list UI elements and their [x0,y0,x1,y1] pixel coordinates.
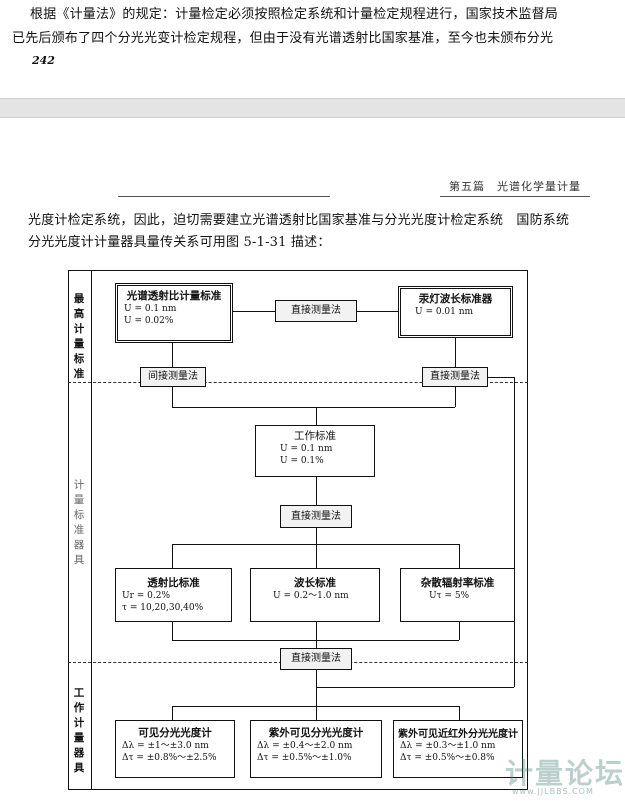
connector-indirect: 间接测量法 [140,367,206,387]
box-spec: U = 0.1% [280,456,324,466]
box-title: 杂散辐射率标准 [420,577,495,589]
line-to-uv-vis-nir [459,706,460,720]
box-title: 汞灯波长标准器 [418,293,493,305]
line-working-to-direct [316,477,317,505]
diagram-frame [68,270,528,790]
watermark-url: www.JJLBBS.COM [512,787,594,796]
line-wavelength-down [316,622,317,648]
line-left-to-center [172,407,316,408]
top-paragraph-line-2: 已先后颁布了四个分光光变计检定规程，但由于没有光谱透射比国家基准，至今也未颁布分… [12,31,554,46]
box-title: 光谱透射比计量标准 [126,290,222,302]
connector-direct-middle: 直接测量法 [280,505,352,528]
box-wavelength-standard: 波长标准 U = 0.2～1.0 nm [250,568,380,622]
line-middle-branch [172,544,459,545]
header-rule-left [118,196,330,197]
page-gap [0,98,625,118]
line-right-to-center [316,407,455,408]
box-spec: Uτ = 5% [429,591,470,601]
box-visible-spectrophotometer: 可见分光光度计 Δλ = ±1～±3.0 nm Δτ = ±0.8%～±2.5% [115,720,235,778]
box-spec: Δτ = ±0.8%～±2.5% [122,753,217,763]
level-separator-1 [68,382,528,383]
box-title: 可见分光光度计 [138,727,212,739]
box-spec: Δλ = ±0.3～±1.0 nm [400,741,496,751]
line-transmittance-down [172,622,173,640]
line-right-down-2 [455,387,456,407]
line-stray-down [459,622,460,640]
level-label-middle: 计量标准器具 [73,479,85,566]
box-spec: Δλ = ±0.4～±2.0 nm [257,741,353,751]
line-to-transmittance [172,544,173,568]
watermark-logo: 计量论坛 [505,757,625,790]
connector-direct-top: 直接测量法 [275,300,357,322]
box-spec: U = 0.1 nm [124,304,177,314]
box-spectral-transmittance-standard: 光谱透射比计量标准 U = 0.1 nm U = 0.02% [115,283,233,343]
line-direct-down [316,528,317,544]
line-right-bottom-join [316,687,514,688]
box-working-standard: 工作标准 U = 0.1 nm U = 0.1% [255,425,375,477]
box-hg-lamp-wavelength-standard: 汞灯波长标准器 U = 0.01 nm [398,286,513,338]
box-spec: U = 0.2～1.0 nm [273,591,349,601]
box-spec: τ = 10,20,30,40% [122,603,204,613]
top-paragraph-line-1: 根据《计量法》的规定：计量检定必须按照检定系统和计量检定规程进行，国家技术监督局 [30,7,559,22]
box-title: 紫外可见分光光度计 [268,727,364,739]
box-transmittance-standard: 透射比标准 Ur = 0.2% τ = 10,20,30,40% [115,568,232,622]
line-to-visible [172,706,173,720]
line-right-branch [486,377,514,378]
line-to-stray [459,544,460,568]
line-lower-join [172,640,459,641]
body-paragraph-line-1: 光度计检定系统，因此，迫切需要建立光谱透射比国家基准与分光光度计检定系统 国防系… [28,213,570,228]
line-bottom-direct-down [316,668,317,706]
level-label-bottom: 工作计量器具 [73,687,85,774]
line-to-wavelength [316,544,317,568]
box-title: 工作标准 [294,430,336,442]
line-center-to-working [316,407,317,425]
line-left-down-2 [172,387,173,407]
connector-direct-right: 直接测量法 [422,367,488,387]
connector-direct-bottom: 直接测量法 [280,648,352,670]
box-spec: U = 0.1 nm [280,444,333,454]
box-spec: U = 0.01 nm [415,307,474,317]
box-title: 波长标准 [294,577,336,589]
box-spec: Δλ = ±1～±3.0 nm [122,741,209,751]
line-bottom-branch [172,706,459,707]
box-spec: Ur = 0.2% [122,591,171,601]
body-paragraph-line-2: 分光光度计计量器具量传关系可用图 5-1-31 描述： [28,235,331,250]
box-title: 紫外可见近红外分光光度计 [398,729,518,740]
box-spec: U = 0.02% [124,316,174,326]
box-title: 透射比标准 [147,577,200,589]
level-label-top: 最高计量标准 [73,293,85,380]
box-uv-vis-nir-spectrophotometer: 紫外可见近红外分光光度计 Δλ = ±0.3～±1.0 nm Δτ = ±0.5… [393,720,523,778]
running-head: 第五篇 光谱化学量计量 [449,180,581,193]
line-right-down-1 [455,338,456,367]
line-right-long [514,377,515,687]
box-uv-vis-spectrophotometer: 紫外可见分光光度计 Δλ = ±0.4～±2.0 nm Δτ = ±0.5%～±… [250,720,382,778]
line-to-uv-vis [316,706,317,720]
header-rule-right [440,196,590,197]
page-number: 242 [32,54,55,67]
box-spec: Δτ = ±0.5%～±1.0% [257,753,352,763]
line-left-down-1 [172,343,173,367]
box-spec: Δτ = ±0.5%～±0.8% [400,753,495,763]
level-column-divider [91,270,92,790]
box-stray-radiation-standard: 杂散辐射率标准 Uτ = 5% [400,568,515,622]
